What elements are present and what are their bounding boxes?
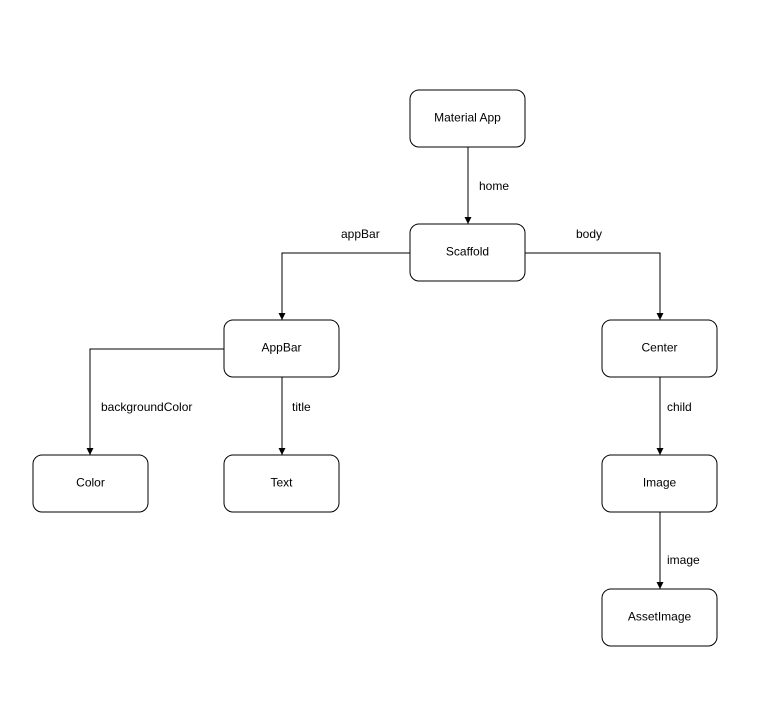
node-image-box	[601, 454, 718, 513]
node-assetimage: AssetImage	[601, 588, 718, 647]
node-center: Center	[601, 319, 718, 378]
node-scaffold-label: Scaffold	[446, 245, 489, 259]
edge-label-child: child	[667, 400, 692, 414]
node-center-label: Center	[641, 341, 677, 355]
node-assetimage-box	[601, 588, 718, 647]
edge-background-color	[86, 348, 224, 455]
node-scaffold-box	[409, 223, 526, 282]
node-center-box	[601, 319, 718, 378]
edge-label-home: home	[479, 179, 509, 193]
edge-appbar	[278, 252, 410, 320]
edge-label-background-color: backgroundColor	[101, 400, 192, 414]
node-assetimage-label: AssetImage	[628, 610, 692, 624]
edges	[86, 147, 664, 589]
node-text-box	[223, 454, 340, 513]
node-material-app-box	[409, 89, 526, 148]
node-material-app: Material App	[409, 89, 526, 148]
node-appbar: AppBar	[223, 319, 340, 378]
node-color-label: Color	[76, 476, 105, 490]
node-color: Color	[32, 454, 149, 513]
node-material-app-label: Material App	[434, 111, 501, 125]
node-appbar-box	[223, 319, 340, 378]
edge-body	[525, 252, 664, 320]
edge-label-title: title	[292, 400, 311, 414]
node-image-label: Image	[643, 476, 677, 490]
node-scaffold: Scaffold	[409, 223, 526, 282]
edge-labels: home appBar body backgroundColor title c…	[101, 179, 700, 567]
node-image: Image	[601, 454, 718, 513]
edge-label-body: body	[576, 227, 602, 241]
node-appbar-label: AppBar	[261, 341, 301, 355]
edge-label-appbar: appBar	[341, 227, 380, 241]
node-text-label: Text	[270, 476, 293, 490]
node-text: Text	[223, 454, 340, 513]
edge-label-image: image	[667, 553, 700, 567]
node-color-box	[32, 454, 149, 513]
